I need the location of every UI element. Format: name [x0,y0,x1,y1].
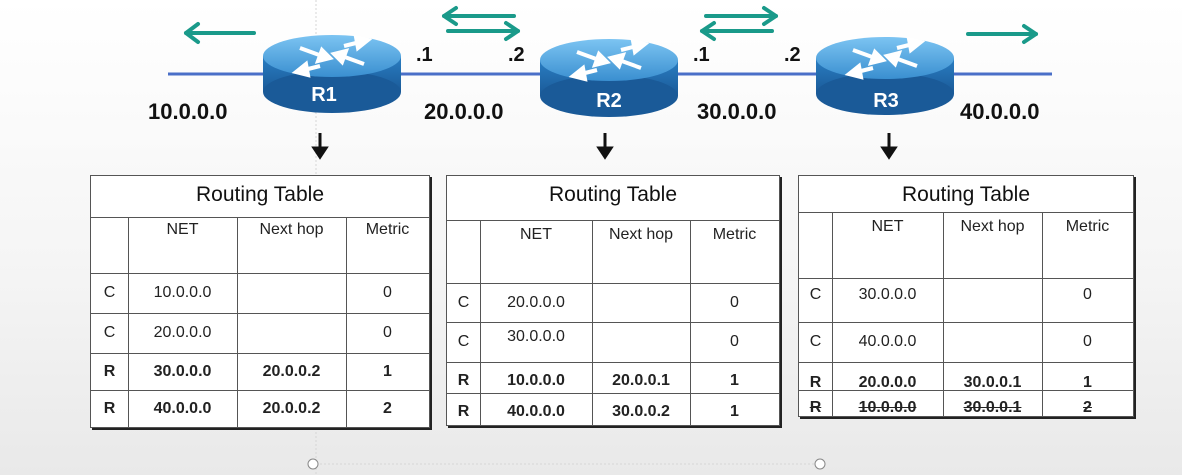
route-metric: 0 [383,324,392,341]
network-label: 20.0.0.0 [424,99,504,124]
route-next-hop: 30.0.0.1 [963,399,1022,416]
route-net: 30.0.0.0 [507,328,565,345]
arrow-left-icon [442,6,516,26]
arrow-down-icon [880,133,898,160]
interface-label: .1 [693,44,710,66]
router-name: R1 [311,84,337,106]
interface-label: .1 [416,44,433,66]
handle-dot [307,458,319,470]
route-metric: 2 [1083,399,1092,416]
network-label: 40.0.0.0 [960,99,1040,124]
column-header-metric: Metric [365,221,410,238]
column-header-net: NET [166,221,199,238]
route-next-hop: 20.0.0.2 [262,399,321,417]
column-header-net: NET [871,218,904,235]
arrow-right-icon [446,21,520,41]
table-title: Routing Table [799,176,1133,213]
arrow-right-icon [704,6,778,26]
network-label: 10.0.0.0 [148,99,228,124]
column-header-net: NET [520,226,552,243]
column-header-next-hop: Next hop [608,226,674,243]
route-next-hop: 30.0.0.1 [963,374,1022,391]
route-net: 40.0.0.0 [153,399,212,417]
table-title: Routing Table [91,176,429,218]
route-type: R [103,399,116,417]
arrow-down-icon [311,133,329,160]
route-net: 40.0.0.0 [858,333,917,350]
route-net: 20.0.0.0 [153,324,212,341]
route-next-hop: 20.0.0.1 [612,372,670,389]
arrow-right-icon [966,24,1038,44]
interface-label: .2 [784,44,801,66]
routing-table-r3: Routing Table NET Next hop Metric C 30.0… [798,175,1134,417]
route-net: 10.0.0.0 [507,372,565,389]
router-r1-icon [263,34,401,113]
route-next-hop: 20.0.0.2 [262,362,321,380]
route-net: 20.0.0.0 [858,374,917,391]
route-metric: 1 [383,362,392,380]
route-metric: 0 [383,284,392,301]
router-r2-icon [540,38,678,117]
network-label: 30.0.0.0 [697,99,777,124]
column-header-next-hop: Next hop [960,218,1025,235]
route-metric: 0 [730,333,739,350]
arrow-left-icon [700,21,774,41]
route-type: R [457,372,470,389]
interface-label: .2 [508,44,525,66]
router-name: R3 [873,90,899,112]
router-r3-icon [816,36,954,115]
column-header-metric: Metric [1065,218,1110,235]
route-type: R [457,403,470,420]
arrow-down-icon [596,133,614,160]
route-type: C [809,286,822,303]
route-type: R [809,374,822,391]
route-type: C [103,324,116,341]
route-type: R [809,399,822,416]
router-name: R2 [596,90,622,112]
route-metric: 0 [730,293,739,311]
route-net: 40.0.0.0 [507,403,565,420]
route-net: 30.0.0.0 [858,286,917,303]
route-metric: 1 [1083,374,1092,391]
route-metric: 1 [730,403,739,420]
route-net: 20.0.0.0 [507,293,565,311]
route-type: C [103,284,116,301]
route-metric: 0 [1083,333,1092,350]
route-next-hop: 30.0.0.2 [612,403,670,420]
route-type: C [809,333,822,350]
handle-dot [814,458,826,470]
route-net: 10.0.0.0 [858,399,917,416]
arrow-left-icon [184,22,256,44]
route-metric: 2 [383,399,392,417]
route-metric: 0 [1083,286,1092,303]
route-net: 10.0.0.0 [153,284,212,301]
table-title: Routing Table [447,176,779,221]
route-type: C [457,333,470,350]
route-net: 30.0.0.0 [153,362,212,380]
column-header-metric: Metric [712,226,757,243]
route-type: R [103,362,116,380]
routing-table-r1: Routing Table NET Next hop Metric C 10.0… [90,175,430,428]
column-header-next-hop: Next hop [259,221,324,238]
route-type: C [457,293,470,311]
routing-table-r2: Routing Table NET Next hop Metric C 20.0… [446,175,780,426]
route-metric: 1 [730,372,739,389]
